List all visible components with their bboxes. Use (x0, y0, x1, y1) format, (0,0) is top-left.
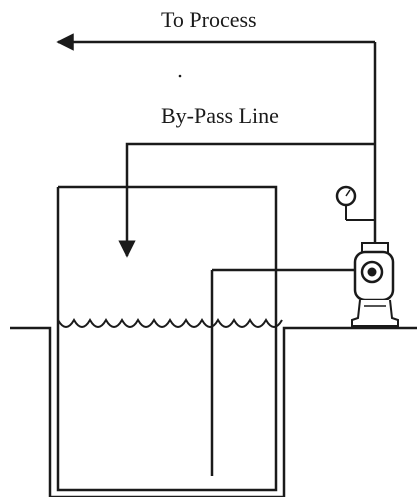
ground-pit-outline (10, 326, 417, 497)
speck (178, 74, 182, 78)
bypass-line-label: By-Pass Line (161, 103, 279, 128)
pump (351, 242, 399, 327)
bypass-line (118, 142, 375, 258)
pressure-gauge-icon (335, 185, 375, 221)
to-process-label: To Process (161, 7, 257, 32)
tank-wall (56, 185, 278, 492)
water-surface (57, 317, 283, 328)
